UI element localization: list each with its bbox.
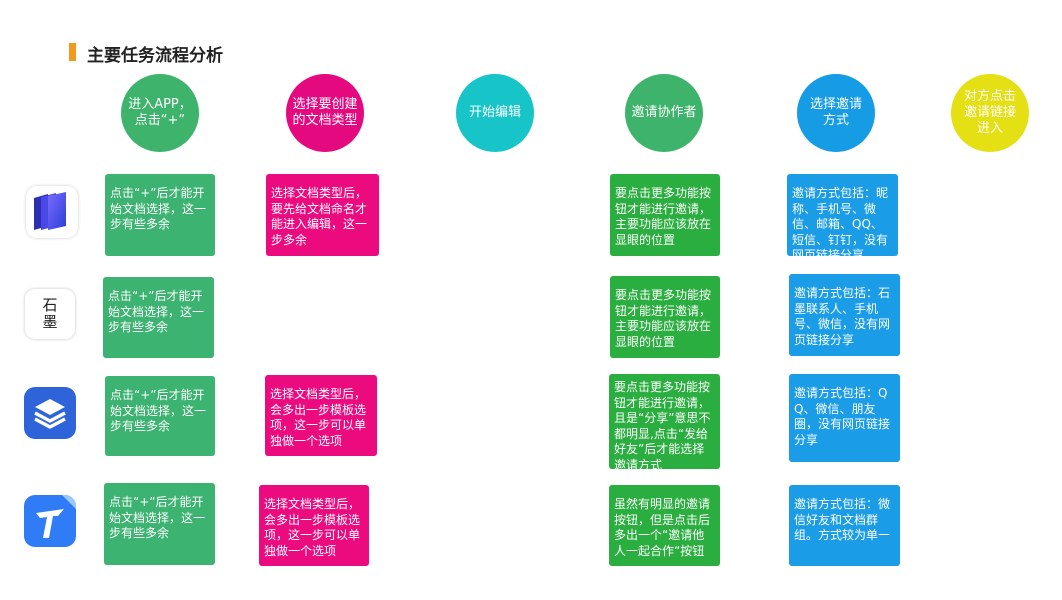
list-item: 要点击更多功能按钮才能进行邀请，主要功能应该放在显眼的位置: [610, 276, 720, 358]
list-item: 要点击更多功能按钮才能进行邀请，主要功能应该放在显眼的位置: [610, 174, 720, 256]
list-item: 要点击更多功能按钮才能进行邀请，且是“分享”意思不都明显,点击“发给好友”后才能…: [609, 374, 720, 472]
title-accent-bar: [69, 43, 76, 61]
list-item: 选择文档类型后，会多出一步模板选项，这一步可以单独做一个选项: [265, 375, 377, 456]
list-item: 点击“+”后才能开始文档选择，这一步有些多余: [105, 376, 215, 456]
list-item: 点击“+”后才能开始文档选择，这一步有些多余: [105, 174, 215, 256]
stack-app-icon: [24, 387, 76, 439]
list-item: 邀请方式包括：昵称、手机号、微信、邮箱、QQ、短信、钉钉，没有网页链接分享: [787, 174, 898, 262]
page-title: 主要任务流程分析: [87, 46, 223, 66]
layered-docs-app-icon: [26, 186, 78, 238]
list-item: 选择文档类型后，会多出一步模板选项，这一步可以单独做一个选项: [259, 485, 369, 566]
list-item: 虽然有明显的邀请按钮，但是点击后多出一个“邀请他人一起合作“按钮: [609, 485, 720, 566]
list-item: 选择文档类型后，要先给文档命名才能进入编辑，这一步多余: [266, 174, 379, 256]
list-item: 点击“+”后才能开始文档选择，这一步有些多余: [103, 277, 214, 358]
shimo-app-icon: 石 墨: [25, 289, 75, 339]
step-circle-start-editing: 开始编辑: [456, 74, 534, 152]
shimo-icon-char: 石: [42, 296, 58, 314]
step-circle-choose-type: 选择要创建 的文档类型: [286, 74, 364, 152]
tencent-docs-app-icon: [24, 495, 76, 547]
list-item: 邀请方式包括：微信好友和文档群组。方式较为单一: [789, 485, 900, 566]
step-circle-invite-method: 选择邀请 方式: [797, 74, 875, 152]
step-circle-invite: 邀请协作者: [625, 74, 703, 152]
list-item: 邀请方式包括：石墨联系人、手机号、微信，没有网页链接分享: [789, 274, 900, 356]
step-circle-enter-app: 进入APP， 点击“+”: [121, 74, 199, 152]
list-item: 邀请方式包括：QQ、微信、朋友圈，没有网页链接分享: [789, 374, 900, 462]
list-item: 点击“+”后才能开始文档选择，这一步有些多余: [104, 483, 215, 565]
step-circle-accept-link: 对方点击 邀请链接 进入: [951, 74, 1029, 152]
shimo-icon-char: 墨: [42, 313, 58, 331]
